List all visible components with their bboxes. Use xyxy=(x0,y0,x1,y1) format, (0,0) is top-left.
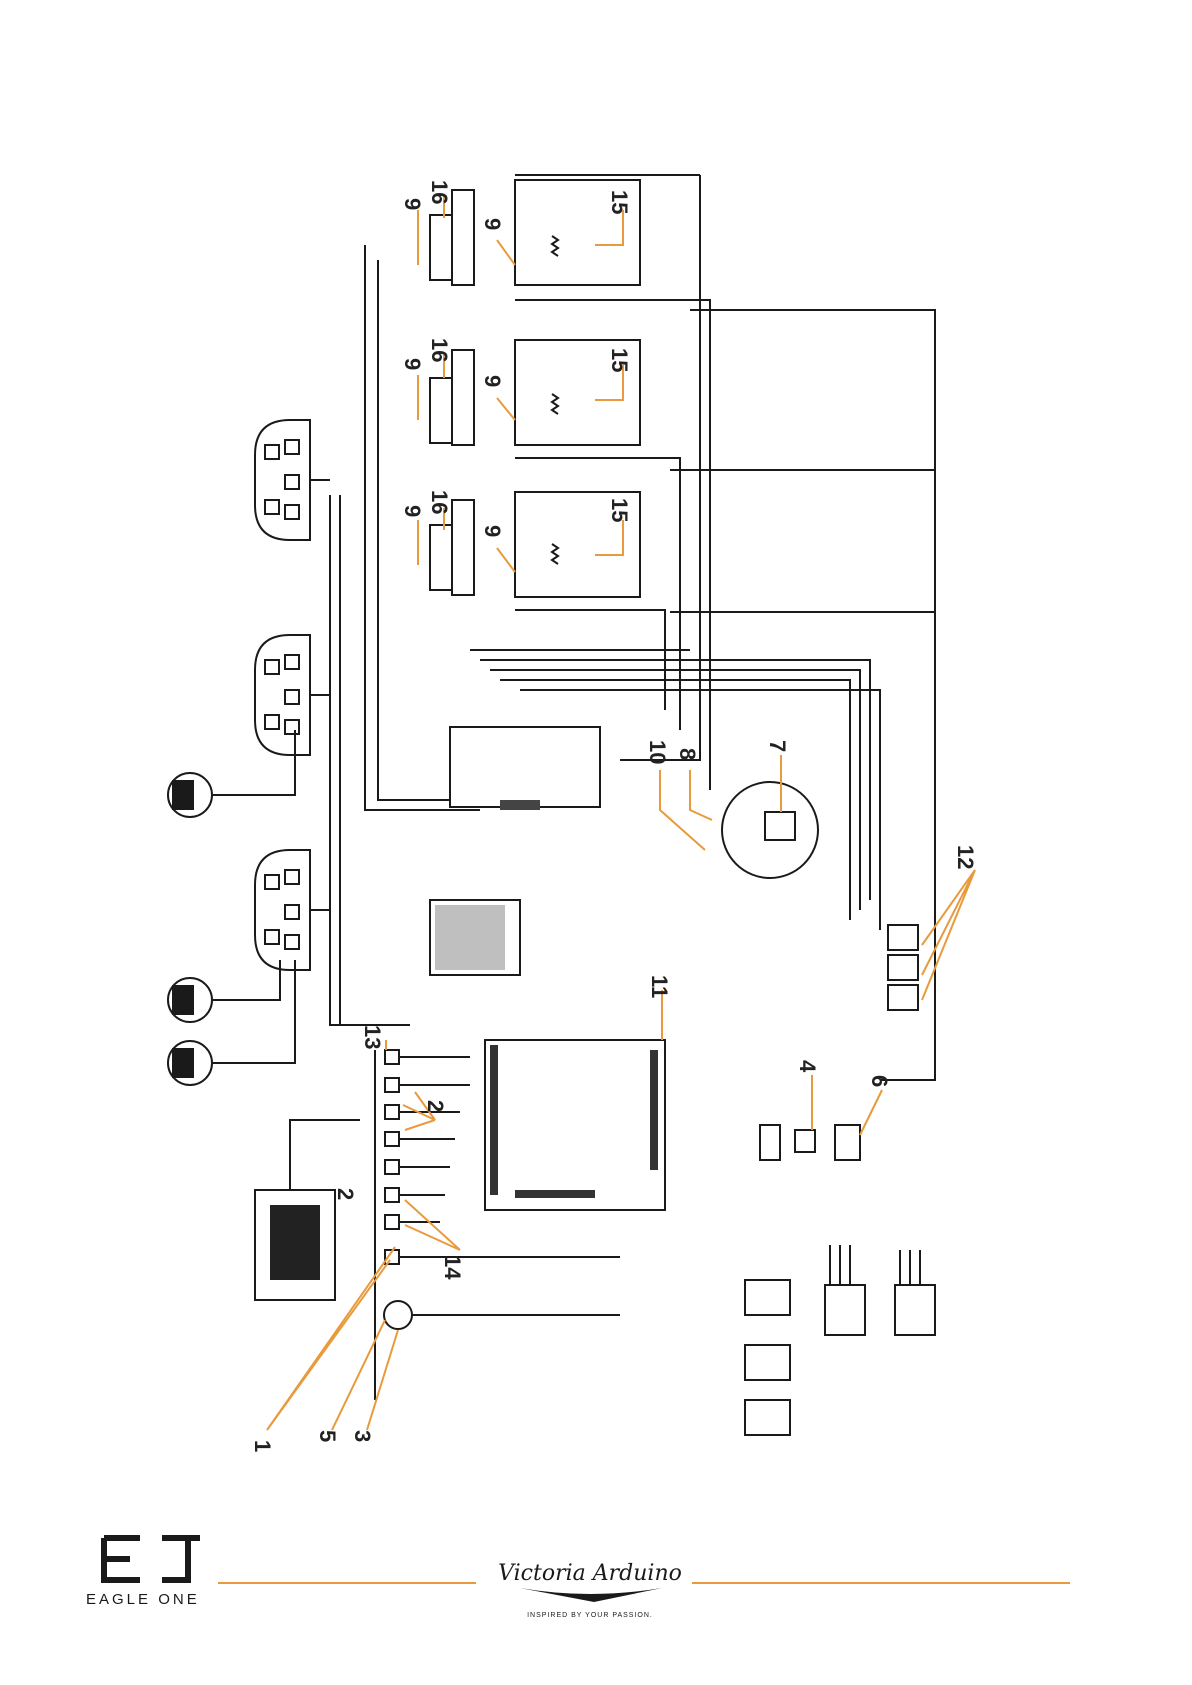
pump-3 xyxy=(745,1400,790,1435)
display-module xyxy=(255,1120,360,1300)
callout-10: 10 xyxy=(645,740,670,764)
callout-6: 6 xyxy=(867,1075,892,1087)
callout-16: 16 xyxy=(427,490,452,514)
keypad-2 xyxy=(255,635,310,755)
callout-14: 14 xyxy=(440,1255,465,1280)
callout-3: 3 xyxy=(350,1430,375,1442)
terminal-block-2 xyxy=(895,1250,935,1335)
callout-15: 15 xyxy=(607,190,632,214)
callout-9: 9 xyxy=(400,505,425,517)
service-boiler xyxy=(722,782,818,878)
footer-rule-right xyxy=(692,1582,1070,1584)
pump-2 xyxy=(745,1345,790,1380)
brand-script: Victoria Arduino xyxy=(498,1561,682,1586)
keypad-3 xyxy=(255,850,310,970)
main-control-board xyxy=(485,1040,665,1210)
relay-bank xyxy=(888,925,918,1010)
callout-1: 1 xyxy=(250,1440,275,1452)
callout-15: 15 xyxy=(607,498,632,522)
component-4 xyxy=(795,1130,815,1152)
callout-8: 8 xyxy=(675,748,700,760)
footer-rule-left xyxy=(218,1582,476,1584)
callout-13: 13 xyxy=(360,1025,385,1049)
callout-12: 12 xyxy=(953,845,978,869)
callout-7: 7 xyxy=(765,740,790,752)
callout-9: 9 xyxy=(480,218,505,230)
callout-16: 16 xyxy=(427,338,452,362)
component-6 xyxy=(835,1125,860,1160)
brand-tagline: INSPIRED BY YOUR PASSION. xyxy=(527,1612,653,1619)
terminal-block-1 xyxy=(825,1245,865,1335)
power-supply xyxy=(430,900,520,975)
callout-11: 11 xyxy=(647,975,672,998)
callout-15: 15 xyxy=(607,348,632,372)
callout-16: 16 xyxy=(427,180,452,204)
pump-1 xyxy=(745,1280,790,1315)
callout-5: 5 xyxy=(315,1430,340,1442)
connector-board xyxy=(450,727,600,810)
callout-9: 9 xyxy=(480,375,505,387)
callout-2: 2 xyxy=(423,1100,448,1112)
e1-logo xyxy=(104,1538,200,1580)
component-aux xyxy=(760,1125,780,1160)
callout-2: 2 xyxy=(333,1188,358,1200)
callout-4: 4 xyxy=(795,1060,820,1073)
callout-9: 9 xyxy=(400,198,425,210)
keypad-1 xyxy=(255,420,310,540)
callout-9: 9 xyxy=(400,358,425,370)
victoria-arduino-logo: Victoria Arduino INSPIRED BY YOUR PASSIO… xyxy=(498,1561,682,1619)
model-name: EAGLE ONE xyxy=(86,1591,200,1608)
steam-knob-2 xyxy=(168,960,280,1022)
callout-9: 9 xyxy=(480,525,505,537)
